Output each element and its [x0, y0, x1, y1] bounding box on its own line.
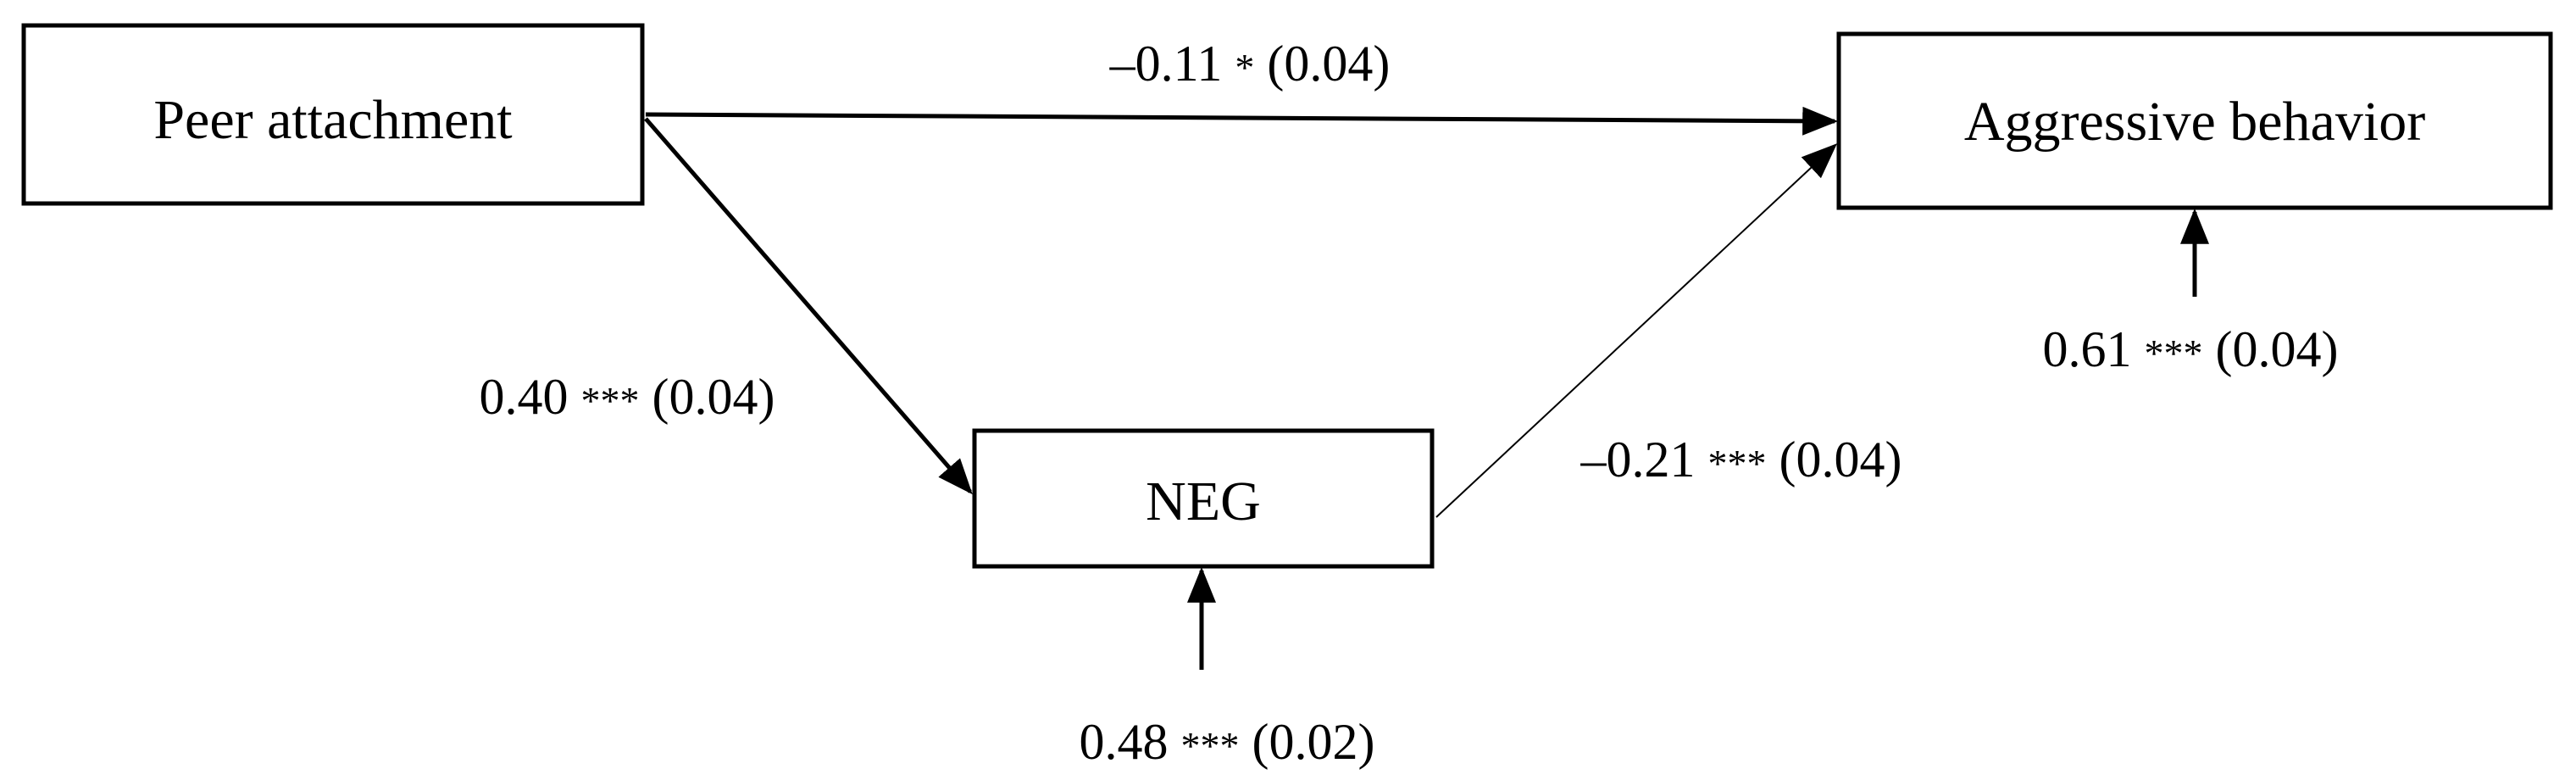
residual-label-neg: 0.48 *** (0.02): [1080, 714, 1375, 770]
se-neg-to-aggressive: (0.04): [1779, 432, 1902, 488]
coef-residual-neg: 0.48: [1080, 714, 1169, 770]
coef-neg-to-aggressive: –0.21: [1580, 432, 1696, 488]
edge-label-peer-to-neg: 0.40 *** (0.04): [480, 369, 775, 425]
node-aggressive-behavior: Aggressive behavior: [1836, 31, 2553, 210]
edge-peer-to-neg: [644, 117, 973, 495]
node-aggressive-behavior-box: [1836, 31, 2553, 210]
node-neg-box: [972, 428, 1435, 569]
coef-peer-to-aggressive: –0.11: [1109, 36, 1223, 92]
node-aggressive-behavior-label: Aggressive behavior: [1964, 91, 2425, 153]
edge-label-neg-to-aggressive: –0.21 *** (0.04): [1580, 432, 1902, 488]
node-peer-attachment-box: [21, 23, 645, 206]
node-neg: NEG: [972, 428, 1435, 569]
stars-residual-neg: ***: [1181, 724, 1240, 767]
edge-label-peer-to-aggressive: –0.11 * (0.04): [1109, 36, 1391, 92]
se-peer-to-neg: (0.04): [652, 369, 775, 425]
coef-residual-aggressive: 0.61: [2043, 321, 2132, 377]
stars-peer-to-aggressive: *: [1235, 46, 1254, 89]
stars-peer-to-neg: ***: [581, 379, 640, 422]
se-residual-aggressive: (0.04): [2216, 321, 2339, 377]
stars-neg-to-aggressive: ***: [1708, 442, 1767, 485]
edge-peer-to-aggressive: [645, 106, 1839, 136]
coef-peer-to-neg: 0.40: [480, 369, 569, 425]
se-residual-neg: (0.02): [1252, 714, 1375, 770]
residual-label-aggressive: 0.61 *** (0.04): [2043, 321, 2339, 377]
node-peer-attachment-label: Peer attachment: [153, 89, 512, 151]
edge-neg-to-aggressive: [1435, 143, 1838, 518]
node-peer-attachment: Peer attachment: [21, 23, 645, 206]
se-peer-to-aggressive: (0.04): [1267, 36, 1390, 92]
stars-residual-aggressive: ***: [2145, 332, 2203, 375]
node-neg-label: NEG: [1146, 471, 1261, 532]
